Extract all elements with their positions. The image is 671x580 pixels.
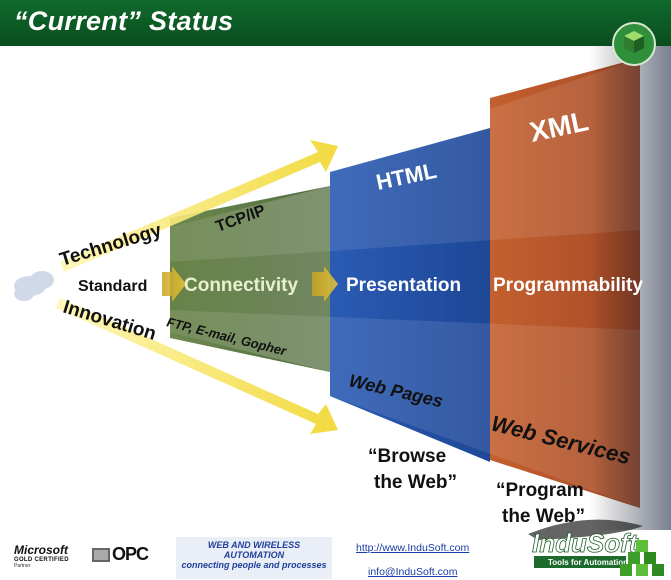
center-arrow-1 (312, 266, 338, 302)
ms-word: Microsoft (14, 543, 68, 557)
cone-fade (120, 186, 330, 372)
tagline-3: connecting people and processes (181, 560, 327, 570)
ms-partner: Partner (14, 563, 31, 569)
right-shade (590, 40, 671, 530)
caption-program-2: the Web” (502, 506, 585, 527)
lower-arrow (56, 298, 338, 434)
label-programmability: Programmability (493, 275, 643, 296)
microsoft-logo: Microsoft GOLD CERTIFIED Partner (14, 543, 76, 569)
opc-logo-icon (92, 548, 110, 562)
caption-program-1: “Program (496, 480, 584, 501)
label-presentation: Presentation (346, 275, 461, 296)
cloud-origin (14, 271, 54, 301)
tagline-box: WEB AND WIRELESS AUTOMATION connecting p… (176, 537, 332, 579)
title-bar: “Current” Status (0, 0, 671, 46)
brand-name: InduSoft (532, 528, 639, 558)
opc-text: OPC (112, 544, 149, 564)
segment-presentation (330, 128, 490, 462)
caption-browse-1: “Browse (368, 446, 446, 467)
ms-gold: GOLD CERTIFIED (14, 557, 69, 563)
center-arrow-2 (162, 266, 186, 302)
website-link[interactable]: http://www.InduSoft.com (356, 542, 470, 554)
upper-arrow (60, 140, 338, 272)
indusoft-logo: InduSoft Tools for Automation (528, 519, 664, 576)
tagline-1: WEB AND WIRELESS (207, 540, 301, 550)
label-standard: Standard (78, 278, 147, 295)
cube-logo-icon (612, 22, 656, 66)
brand-sub: Tools for Automation (548, 558, 628, 567)
green-blocks-icon (620, 540, 664, 576)
label-connectivity: Connectivity (184, 275, 298, 296)
email-link[interactable]: info@InduSoft.com (368, 566, 458, 578)
caption-browse-2: the Web” (374, 472, 457, 493)
tagline-2: AUTOMATION (223, 550, 285, 560)
slide-title: “Current” Status (14, 6, 234, 36)
